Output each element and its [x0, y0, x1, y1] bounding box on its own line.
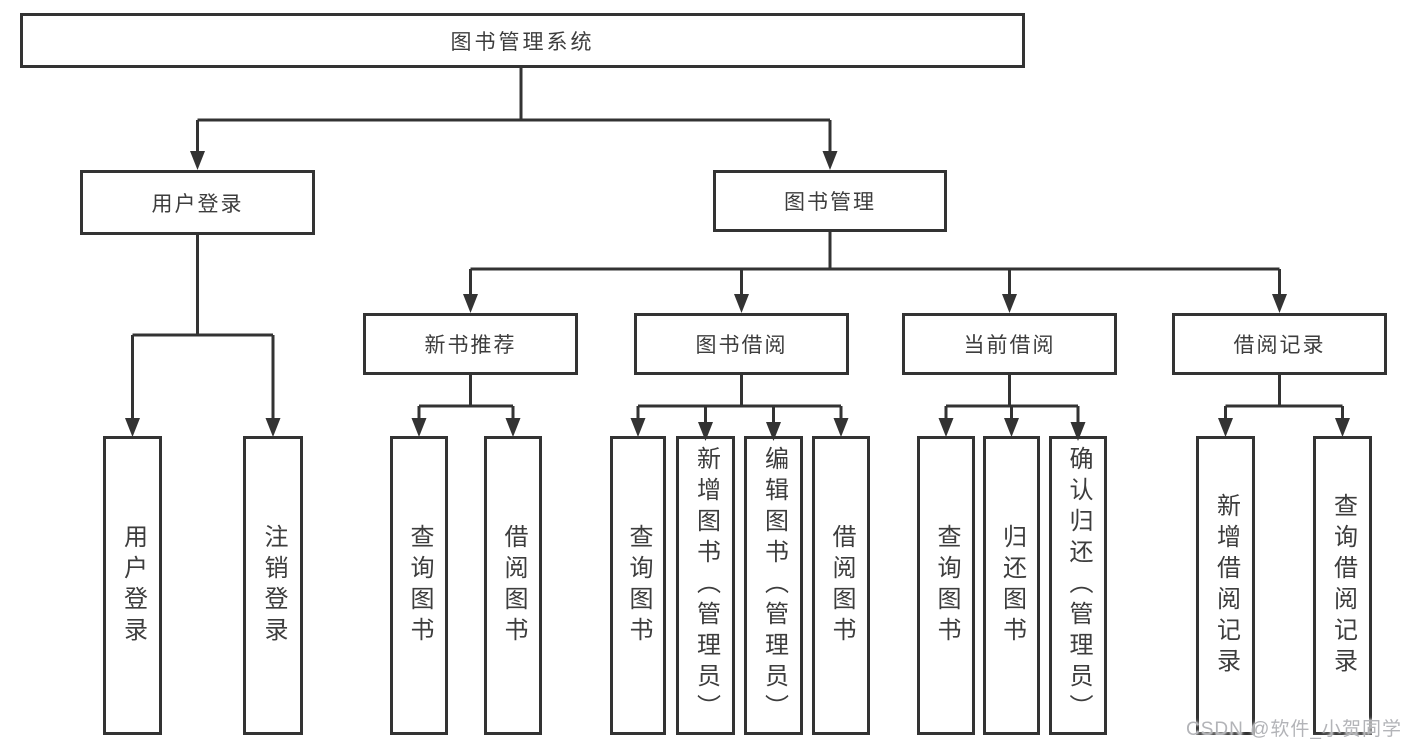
- csdn-watermark: CSDN @软件_小贺同学: [1186, 719, 1402, 740]
- leaf-label: 查询图书: [625, 523, 652, 648]
- leaf-label: 编辑图书（管理员）: [760, 446, 788, 725]
- leaf-edit-book-admin: 编辑图书（管理员）: [744, 436, 803, 735]
- leaf-borrow-books-recommend: 借阅图书: [484, 436, 542, 735]
- node-label: 新书推荐: [424, 334, 517, 357]
- leaf-query-borrow-record: 查询借阅记录: [1313, 436, 1372, 735]
- leaf-label: 查询图书: [406, 523, 433, 648]
- leaf-borrow-books: 借阅图书: [812, 436, 870, 735]
- leaf-return-books: 归还图书: [983, 436, 1040, 735]
- node-label: 用户登录: [151, 192, 244, 216]
- leaf-add-book-admin: 新增图书（管理员）: [676, 436, 735, 735]
- node-label: 图书借阅: [695, 334, 788, 357]
- node-book-borrow: 图书借阅: [634, 313, 849, 375]
- node-label: 图书管理: [784, 191, 876, 214]
- leaf-user-login: 用户登录: [103, 436, 162, 735]
- node-label: 借阅记录: [1233, 334, 1326, 357]
- leaf-query-books-recommend: 查询图书: [390, 436, 448, 735]
- node-library-management-system: 图书管理系统: [20, 13, 1025, 68]
- leaf-label: 借阅图书: [828, 523, 855, 648]
- leaf-query-books-current: 查询图书: [917, 436, 975, 735]
- leaf-query-books-borrow: 查询图书: [610, 436, 666, 735]
- leaf-logout: 注销登录: [243, 436, 303, 735]
- leaf-add-borrow-record: 新增借阅记录: [1196, 436, 1255, 735]
- leaf-label: 确认归还（管理员）: [1065, 446, 1092, 725]
- node-label: 图书管理系统: [450, 30, 595, 54]
- node-label: 当前借阅: [963, 334, 1056, 357]
- node-user-login: 用户登录: [80, 170, 315, 235]
- leaf-label: 查询借阅记录: [1329, 492, 1357, 679]
- leaf-label: 新增图书（管理员）: [692, 446, 720, 725]
- node-current-borrow: 当前借阅: [902, 313, 1117, 375]
- node-book-management: 图书管理: [713, 170, 947, 232]
- leaf-label: 注销登录: [260, 523, 287, 648]
- leaf-label: 新增借阅记录: [1212, 492, 1240, 679]
- leaf-label: 归还图书: [998, 523, 1026, 648]
- node-borrow-records: 借阅记录: [1172, 313, 1387, 375]
- leaf-confirm-return-admin: 确认归还（管理员）: [1049, 436, 1107, 735]
- leaf-label: 查询图书: [933, 523, 960, 648]
- leaf-label: 借阅图书: [500, 523, 527, 648]
- node-new-book-recommend: 新书推荐: [363, 313, 578, 375]
- leaf-label: 用户登录: [119, 523, 147, 648]
